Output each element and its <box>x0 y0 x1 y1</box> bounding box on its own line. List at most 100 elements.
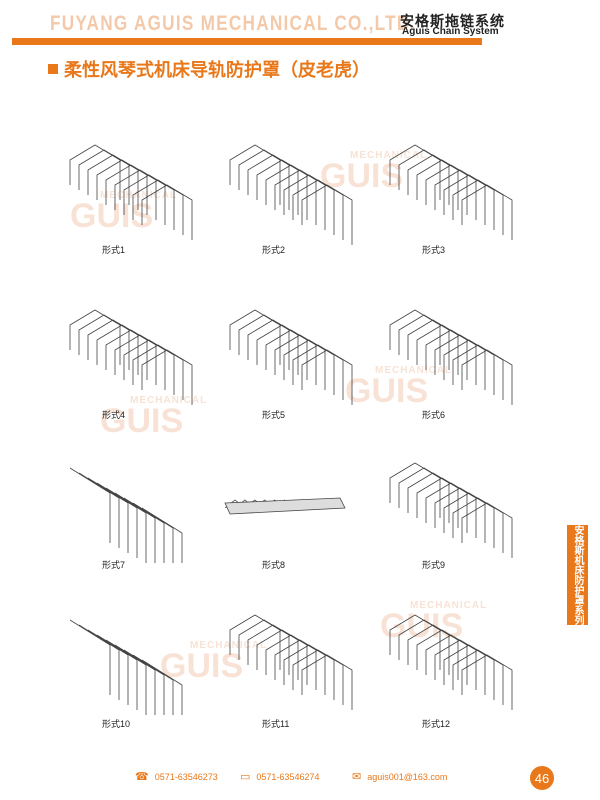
pleat <box>452 179 504 235</box>
pleat <box>434 169 486 225</box>
pleat <box>123 497 165 563</box>
pleat <box>69 144 121 200</box>
pleat <box>247 624 299 680</box>
pleat <box>434 334 486 390</box>
pleat <box>123 174 175 230</box>
bellows-figure: 形式1 <box>50 130 210 280</box>
page-number: 46 <box>530 766 554 790</box>
pleat <box>301 654 353 710</box>
pleat <box>78 314 130 370</box>
pleat <box>132 502 174 563</box>
header-divider <box>12 38 482 45</box>
pleat <box>87 319 139 375</box>
pleat <box>452 344 504 400</box>
pleat <box>87 477 129 553</box>
pleat <box>434 639 486 695</box>
figure-label: 形式6 <box>422 410 446 420</box>
pleat <box>425 329 477 385</box>
bellows-figure: 形式2 <box>210 130 370 280</box>
bellows-drawing <box>389 309 513 405</box>
bellows-figure: 形式9 <box>370 448 530 598</box>
pleat <box>398 619 450 675</box>
pleat <box>389 614 441 670</box>
pleat <box>416 324 468 380</box>
pleat <box>461 654 513 710</box>
bellows-drawing <box>224 497 346 515</box>
pleat <box>105 639 147 715</box>
pleat <box>96 634 138 710</box>
bellows-figure: 形式7 <box>50 448 210 598</box>
pleat <box>78 624 120 700</box>
footer-fax: ▭0571-63546274 <box>240 771 320 783</box>
pleat <box>229 309 281 365</box>
bellows-figure: 形式10 <box>50 600 210 750</box>
pleat <box>114 492 156 563</box>
bellows-figure: 形式4 <box>50 295 210 445</box>
pleat <box>265 164 317 225</box>
pleat <box>78 149 130 205</box>
figure-label: 形式5 <box>262 410 286 420</box>
pleat <box>398 467 450 523</box>
company-name: FUYANG AGUIS MECHANICAL CO.,LTD. <box>50 12 417 35</box>
pleat <box>452 649 504 705</box>
brand-english: Aguis Chain System <box>402 26 499 37</box>
pleat <box>425 164 477 220</box>
pleat <box>141 349 193 405</box>
pleat <box>443 174 495 230</box>
pleat <box>69 467 111 543</box>
pleat <box>407 624 459 680</box>
pleat <box>283 644 335 700</box>
pleat <box>69 309 121 365</box>
page-title: 柔性风琴式机床导轨防护罩（皮老虎） <box>48 56 370 82</box>
pleat <box>283 174 335 235</box>
bellows-figure: 形式5 <box>210 295 370 445</box>
pleat <box>256 159 308 220</box>
pleat <box>443 492 495 548</box>
pleat <box>114 169 166 225</box>
bellows-figure: 形式11 <box>210 600 370 750</box>
bullet-square-icon <box>48 64 58 74</box>
pleat <box>407 154 459 210</box>
bellows-drawing <box>389 614 513 710</box>
pleat <box>398 314 450 370</box>
pleat <box>389 462 441 518</box>
bellows-drawing <box>389 144 513 240</box>
pleat <box>461 502 513 558</box>
pleat <box>292 344 344 400</box>
bellows-figure: 形式6 <box>370 295 530 445</box>
pleat <box>229 614 281 670</box>
pleat <box>292 649 344 705</box>
figure-label: 形式12 <box>422 719 451 729</box>
pleat <box>105 164 157 220</box>
pleat <box>425 634 477 690</box>
figure-label: 形式3 <box>422 245 446 255</box>
pleat <box>141 659 183 715</box>
pleat <box>461 184 513 240</box>
pleat <box>96 482 138 558</box>
bellows-figure: 形式12 <box>370 600 530 750</box>
pleat <box>443 644 495 700</box>
pleat <box>238 314 290 370</box>
pleat <box>416 477 468 533</box>
bellows-drawing <box>69 144 193 240</box>
pleat <box>407 472 459 528</box>
figure-label: 形式1 <box>102 245 126 255</box>
figure-label: 形式2 <box>262 245 286 255</box>
bellows-drawing <box>69 467 183 563</box>
pleat <box>132 654 174 715</box>
figure-label: 形式9 <box>422 560 446 570</box>
pleat <box>96 159 148 215</box>
figure-label: 形式7 <box>102 560 126 570</box>
pleat <box>87 154 139 210</box>
pleat <box>461 349 513 405</box>
pleat <box>78 472 120 548</box>
figure-label: 形式10 <box>102 719 131 729</box>
pleat <box>389 309 441 365</box>
bellows-base <box>224 497 346 515</box>
page-title-text: 柔性风琴式机床导轨防护罩（皮老虎） <box>64 60 370 80</box>
pleat <box>123 649 165 715</box>
pleat <box>416 159 468 215</box>
pleat <box>256 324 308 380</box>
pleat <box>69 619 111 695</box>
